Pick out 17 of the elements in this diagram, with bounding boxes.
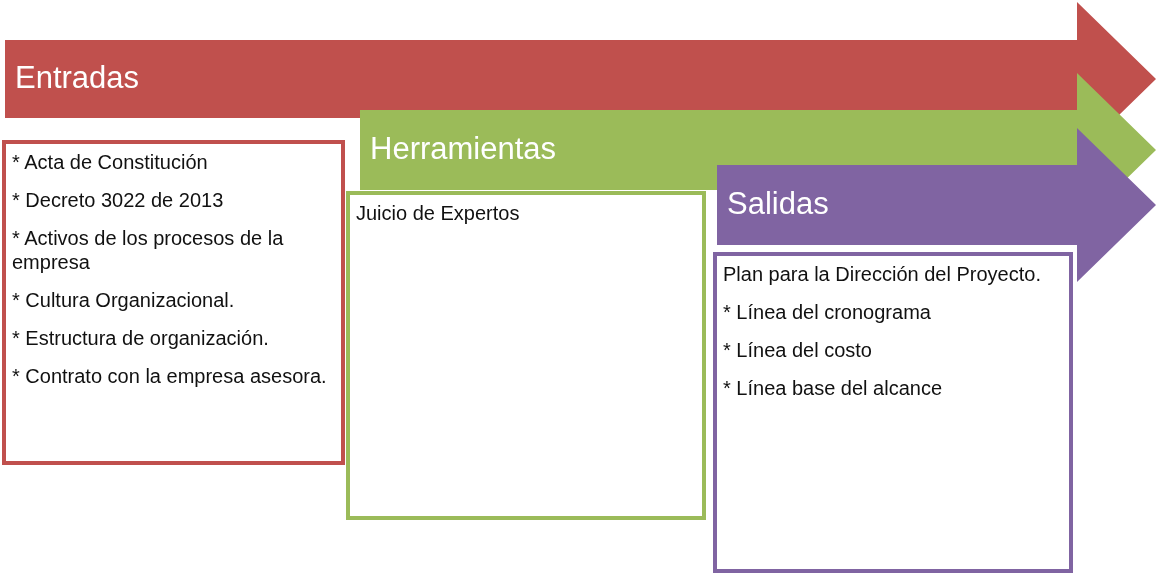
arrow-heading: Salidas xyxy=(727,186,829,222)
list-box xyxy=(2,140,345,465)
arrow-heading: Entradas xyxy=(15,60,140,96)
list-item: * Cultura Organizacional. xyxy=(12,288,236,312)
list-item: * Línea del cronograma xyxy=(723,300,932,324)
list-item: * Contrato con la empresa asesora. xyxy=(12,364,328,388)
list-item: * Decreto 3022 de 2013 xyxy=(12,188,225,212)
list-item: Plan para la Dirección del Proyecto. xyxy=(723,262,1042,286)
list-item: Juicio de Expertos xyxy=(356,201,521,225)
list-box xyxy=(346,191,706,520)
list-box xyxy=(713,252,1073,573)
list-item: * Línea del costo xyxy=(723,338,873,362)
arrow-heading: Herramientas xyxy=(370,131,557,167)
list-item: * Acta de Constitución xyxy=(12,150,209,174)
list-item: * Línea base del alcance xyxy=(723,376,944,400)
list-item: * Activos de los procesos de la empresa xyxy=(12,226,285,274)
list-item: * Estructura de organización. xyxy=(12,326,270,350)
